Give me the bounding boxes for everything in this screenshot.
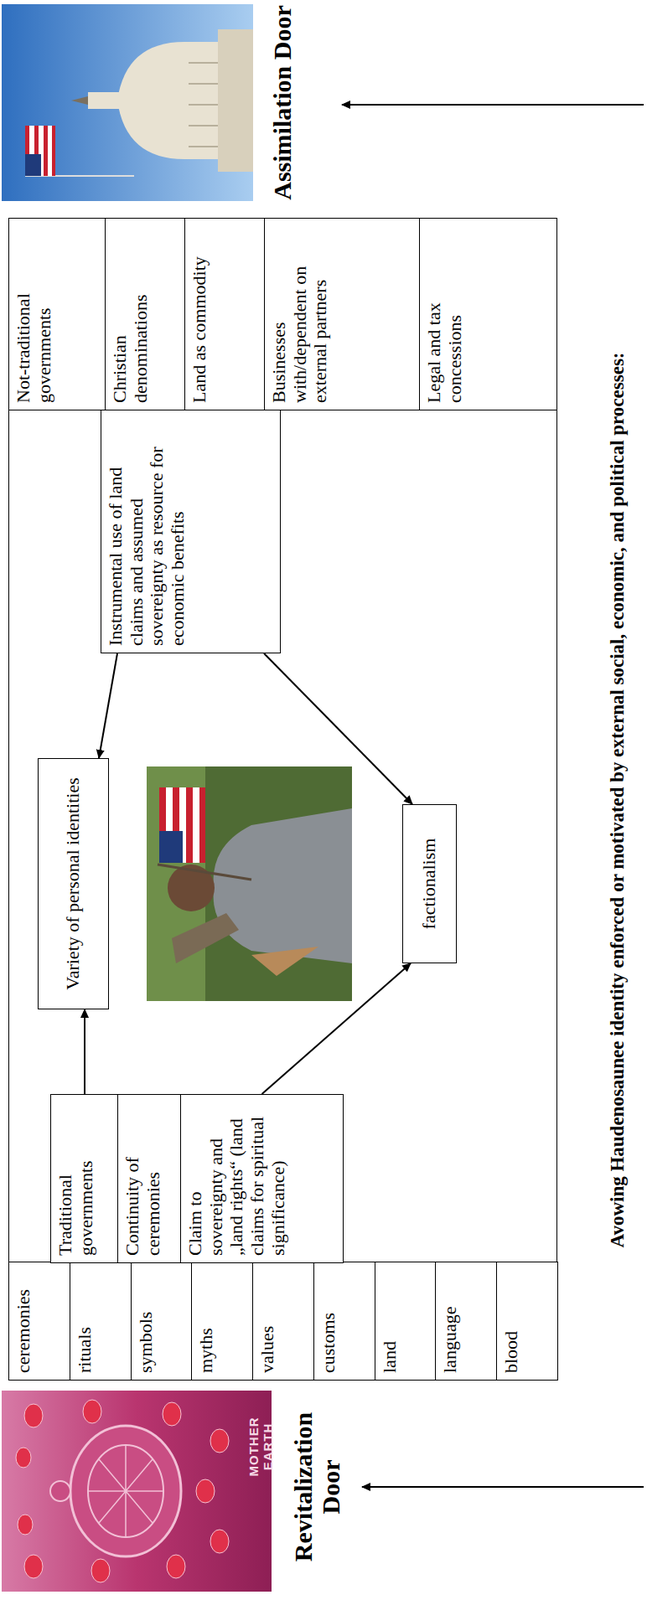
node-text: Legal and tax concessions	[424, 225, 466, 404]
node-text: Continuity of ceremonies	[122, 1102, 164, 1258]
process-box: Instrumental use of land claims and assu…	[100, 409, 281, 655]
node-text: rituals	[74, 1270, 96, 1375]
node-text: Traditional governments	[55, 1102, 97, 1258]
center-photo	[146, 766, 352, 1002]
identity-cell: ceremonies	[8, 1262, 71, 1382]
photo-caption: MOTHER EARTH	[246, 1392, 275, 1502]
node-text: Not-traditional governments	[13, 225, 55, 404]
identity-cell: symbols	[130, 1262, 193, 1382]
node-text: symbols	[135, 1270, 157, 1375]
node-text: myths	[196, 1270, 218, 1375]
node-text: Businesses with/dependent on external pa…	[269, 225, 332, 404]
node-text: Instrumental use of land claims and assu…	[105, 417, 189, 647]
tradition-box: Continuity of ceremonies	[117, 1095, 182, 1265]
identity-cell: customs	[313, 1262, 376, 1382]
assimilation-cell: Not-traditional governments	[8, 217, 107, 411]
capitol-photo	[1, 4, 254, 202]
identity-cell: myths	[191, 1262, 254, 1382]
node-text: customs	[318, 1270, 340, 1375]
node-text: Variety of personal identities	[62, 766, 84, 1003]
identity-cell: blood	[496, 1262, 559, 1382]
door-label: Assimilation Door	[268, 4, 296, 202]
node-text: blood	[501, 1270, 523, 1375]
node-text: Christian denominations	[109, 225, 151, 404]
arrow-connector	[262, 963, 412, 1095]
arrow-connector	[98, 653, 118, 759]
assimilation-cell: Land as commodity	[184, 217, 266, 411]
node-text: land	[379, 1270, 401, 1375]
door-label: Revitalization Door	[289, 1391, 345, 1584]
node-text: language	[439, 1270, 461, 1375]
node-text: Claim to sovereignty and „land rights“ (…	[185, 1102, 289, 1258]
assimilation-cell: Christian denominations	[104, 217, 187, 411]
node-text: Land as commodity	[189, 225, 211, 404]
identity-cell: language	[434, 1262, 497, 1382]
door-arrow	[362, 1486, 644, 1489]
node-text: ceremonies	[13, 1270, 35, 1375]
node-text: factionalism	[419, 812, 440, 957]
outcome-box: Variety of personal identities	[37, 758, 109, 1010]
footer-note: Avowing Haudenosaunee identity enforced …	[606, 171, 629, 1429]
tradition-box: Traditional governments	[50, 1095, 120, 1265]
arrow-connector	[263, 653, 413, 805]
mother-earth-poster	[1, 1391, 272, 1593]
identity-cell: rituals	[69, 1262, 132, 1382]
assimilation-cell: Businesses with/dependent on external pa…	[263, 217, 421, 411]
assimilation-cell: Legal and tax concessions	[419, 217, 558, 411]
node-text: values	[257, 1270, 279, 1375]
identity-cell: land	[374, 1262, 437, 1382]
outcome-box: factionalism	[402, 804, 457, 964]
identity-cell: values	[252, 1262, 315, 1382]
tradition-box: Claim to sovereignty and „land rights“ (…	[180, 1095, 344, 1265]
door-arrow	[341, 103, 644, 106]
arrow-connector	[83, 1009, 86, 1095]
